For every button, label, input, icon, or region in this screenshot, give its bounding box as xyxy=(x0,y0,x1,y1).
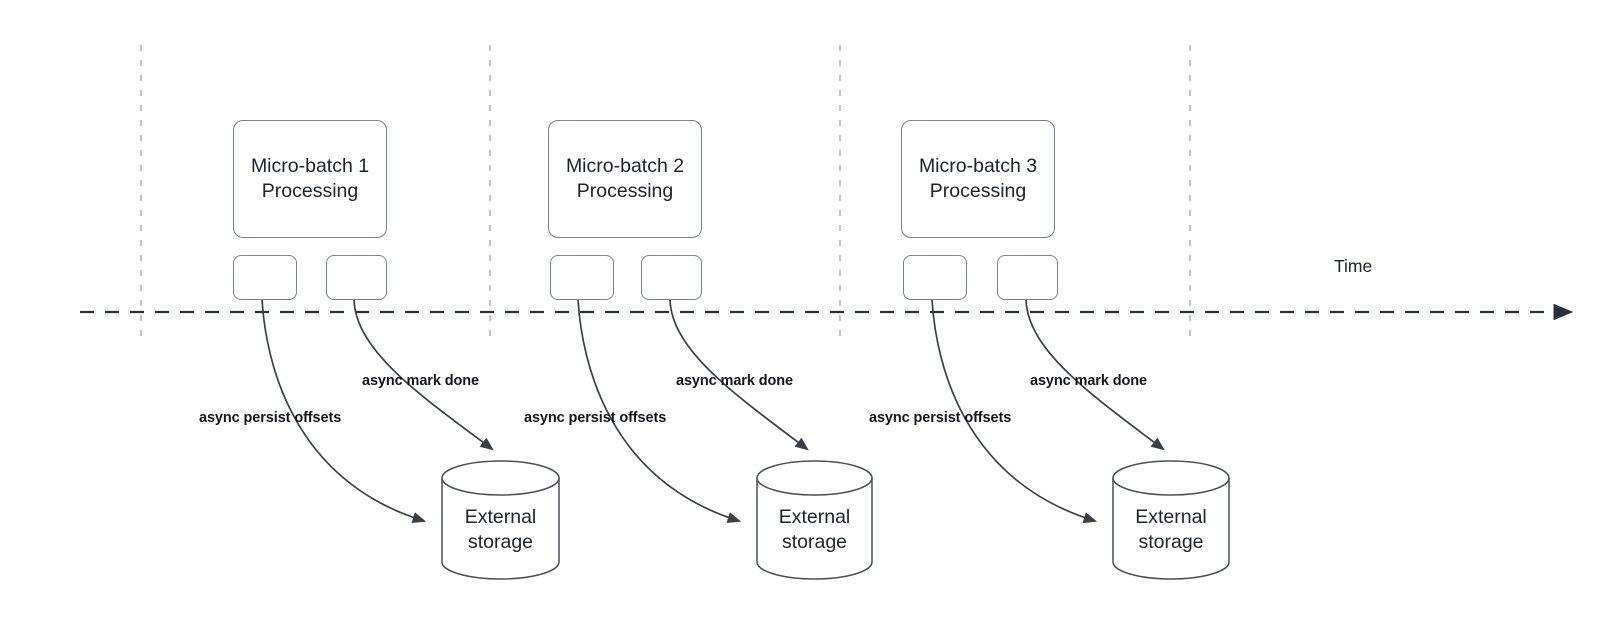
event-box-3-persist[interactable] xyxy=(903,255,967,300)
storage-cylinder-3 xyxy=(1112,460,1230,580)
storage-label-3: External storage xyxy=(1113,505,1229,555)
connector-persist-1 xyxy=(261,299,427,524)
microbatch-box-3-line1: Micro-batch 3 xyxy=(918,155,1038,177)
boundary-lines xyxy=(140,45,1191,336)
microbatch-box-3-line2: Processing xyxy=(929,180,1027,202)
connector-persist-3 xyxy=(931,299,1098,524)
storage-label-2-line2: storage xyxy=(781,531,848,553)
storage-label-2-line1: External xyxy=(778,506,851,528)
storage-cylinder-2 xyxy=(756,460,873,580)
connector-mark-3 xyxy=(1025,299,1165,451)
connector-persist-2 xyxy=(577,299,742,524)
event-box-3-mark[interactable] xyxy=(997,255,1058,300)
edge-label-mark-done-3: async mark done xyxy=(1030,373,1147,389)
edge-label-persist-offsets-3: async persist offsets xyxy=(869,410,1012,426)
storage-label-1-line2: storage xyxy=(467,531,534,553)
microbatch-box-1-line2: Processing xyxy=(261,180,359,202)
microbatch-box-3[interactable]: Micro-batch 3 Processing xyxy=(901,120,1055,238)
time-axis-label: Time xyxy=(1334,256,1373,276)
microbatch-box-2[interactable]: Micro-batch 2 Processing xyxy=(548,120,702,238)
storage-label-1: External storage xyxy=(442,505,559,555)
storage-label-3-line1: External xyxy=(1135,506,1207,528)
edge-label-persist-offsets-1: async persist offsets xyxy=(199,410,342,426)
storage-cylinder-1 xyxy=(441,460,560,580)
edge-label-persist-offsets-2: async persist offsets xyxy=(524,410,667,426)
connector-mark-2 xyxy=(669,299,809,451)
connectors xyxy=(261,299,1165,524)
storage-cylinders xyxy=(441,460,1230,580)
storage-label-3-line2: storage xyxy=(1138,531,1204,553)
event-box-2-persist[interactable] xyxy=(550,255,614,300)
microbatch-box-2-line2: Processing xyxy=(576,180,674,202)
storage-label-1-line1: External xyxy=(464,506,537,528)
microbatch-box-1[interactable]: Micro-batch 1 Processing xyxy=(233,120,387,238)
event-box-1-mark[interactable] xyxy=(326,255,387,300)
event-box-2-mark[interactable] xyxy=(641,255,702,300)
storage-label-2: External storage xyxy=(757,505,872,555)
microbatch-box-1-line1: Micro-batch 1 xyxy=(250,155,370,177)
microbatch-box-2-line1: Micro-batch 2 xyxy=(565,155,685,177)
event-box-1-persist[interactable] xyxy=(233,255,297,300)
edge-label-mark-done-1: async mark done xyxy=(362,373,479,389)
edge-label-mark-done-2: async mark done xyxy=(676,373,793,389)
connector-mark-1 xyxy=(353,299,494,451)
